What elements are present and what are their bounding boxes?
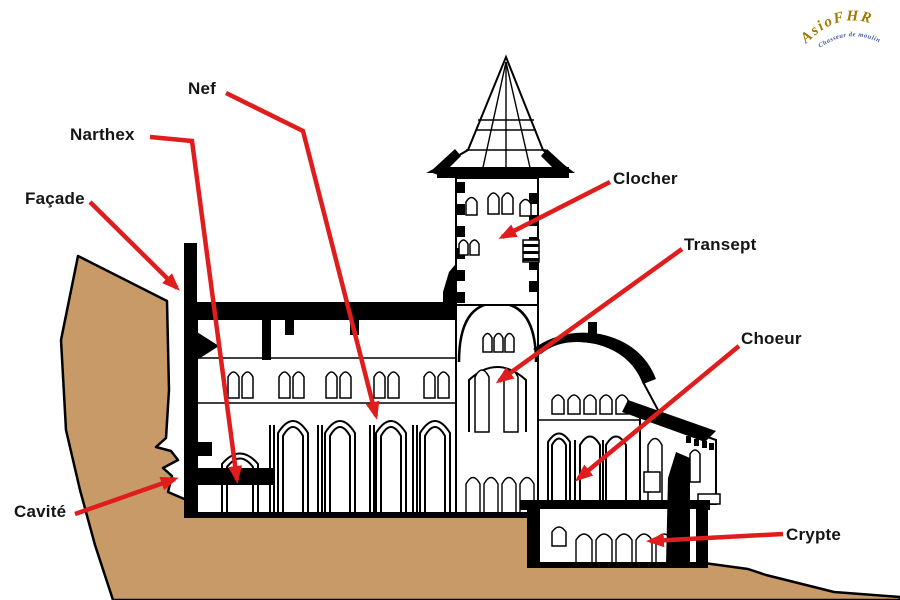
narthex-arrow xyxy=(149,134,243,484)
spire-frame-lines xyxy=(466,61,546,173)
crossing-and-tower xyxy=(426,54,575,514)
spire xyxy=(426,54,575,178)
annotation-arrows xyxy=(74,90,784,548)
facade-arrow xyxy=(88,200,180,291)
label-crypte: Crypte xyxy=(786,525,842,544)
crossing-triforium-windows xyxy=(482,332,515,353)
nave-arcade xyxy=(269,420,451,512)
watermark-logo: AsioFHR Chasseur de moulins xyxy=(0,0,881,50)
label-nef: Nef xyxy=(188,79,216,98)
label-narthex: Narthex xyxy=(70,125,135,144)
choir-dome-roof xyxy=(533,332,656,384)
nave-roof-band xyxy=(184,302,456,320)
crypt-roof-slab xyxy=(520,500,710,510)
label-facade: Façade xyxy=(25,189,85,208)
nave-floor-band xyxy=(184,512,532,518)
crypt xyxy=(520,452,710,568)
choeur-arrow xyxy=(574,344,741,482)
nef-arrow xyxy=(225,90,380,420)
roof-pillar-stub xyxy=(285,320,294,335)
chapel-slit-window xyxy=(689,449,701,483)
label-cavite: Cavité xyxy=(14,502,67,521)
crypt-left-wall xyxy=(527,505,539,567)
crypt-window xyxy=(551,526,567,547)
tower-window-stripes xyxy=(523,244,539,261)
nave-upper-windows xyxy=(227,371,450,399)
label-choeur: Choeur xyxy=(741,329,802,348)
chapel-arch-window xyxy=(647,437,663,504)
transept-arrow xyxy=(495,247,684,384)
cavite-arrow xyxy=(74,476,179,517)
narthex-roof-slope xyxy=(197,332,219,360)
choir-windows xyxy=(547,432,627,503)
label-clocher: Clocher xyxy=(613,169,678,188)
crypt-floor-band xyxy=(527,562,708,568)
cut-wall-mass xyxy=(666,452,690,565)
clocher-arrow xyxy=(498,179,612,240)
choir xyxy=(533,322,659,506)
choir-arcade-band xyxy=(551,394,629,415)
chapel-square-window xyxy=(643,471,661,493)
crypte-arrow xyxy=(646,531,784,548)
chapel-roof xyxy=(622,400,716,442)
chapel-crenellations xyxy=(686,436,714,450)
dome-knob xyxy=(588,322,597,335)
logo-sub-text: Chasseur de moulins xyxy=(0,0,881,50)
narthex-pier xyxy=(262,320,271,360)
transept-windows xyxy=(474,369,519,433)
facade-wall xyxy=(184,243,197,513)
spire-base-cornice xyxy=(437,167,569,178)
crossing-lower-arcade xyxy=(465,476,535,512)
label-transept: Transept xyxy=(684,235,757,254)
